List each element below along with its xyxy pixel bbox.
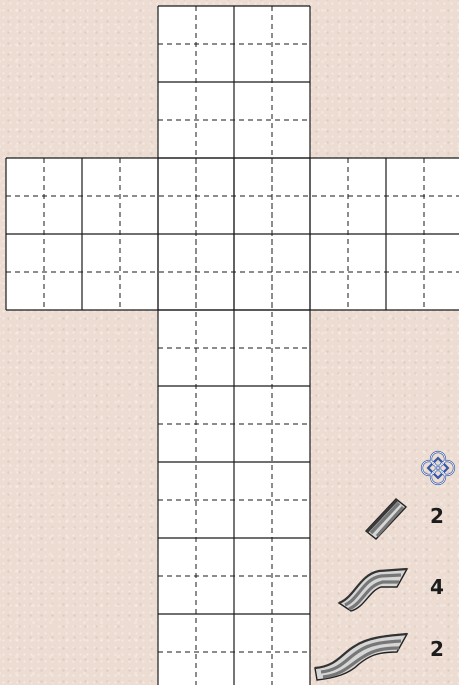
long-s-bend-tile-icon[interactable] xyxy=(311,628,411,682)
straight-tile-count: 2 xyxy=(430,504,444,528)
long-s-bend-tile-count: 2 xyxy=(430,637,444,661)
s-bend-tile-count: 4 xyxy=(430,575,444,599)
straight-diagonal-tile-icon[interactable] xyxy=(362,493,410,543)
s-bend-tile-icon[interactable] xyxy=(335,563,411,615)
celtic-knot-icon[interactable] xyxy=(418,448,458,488)
